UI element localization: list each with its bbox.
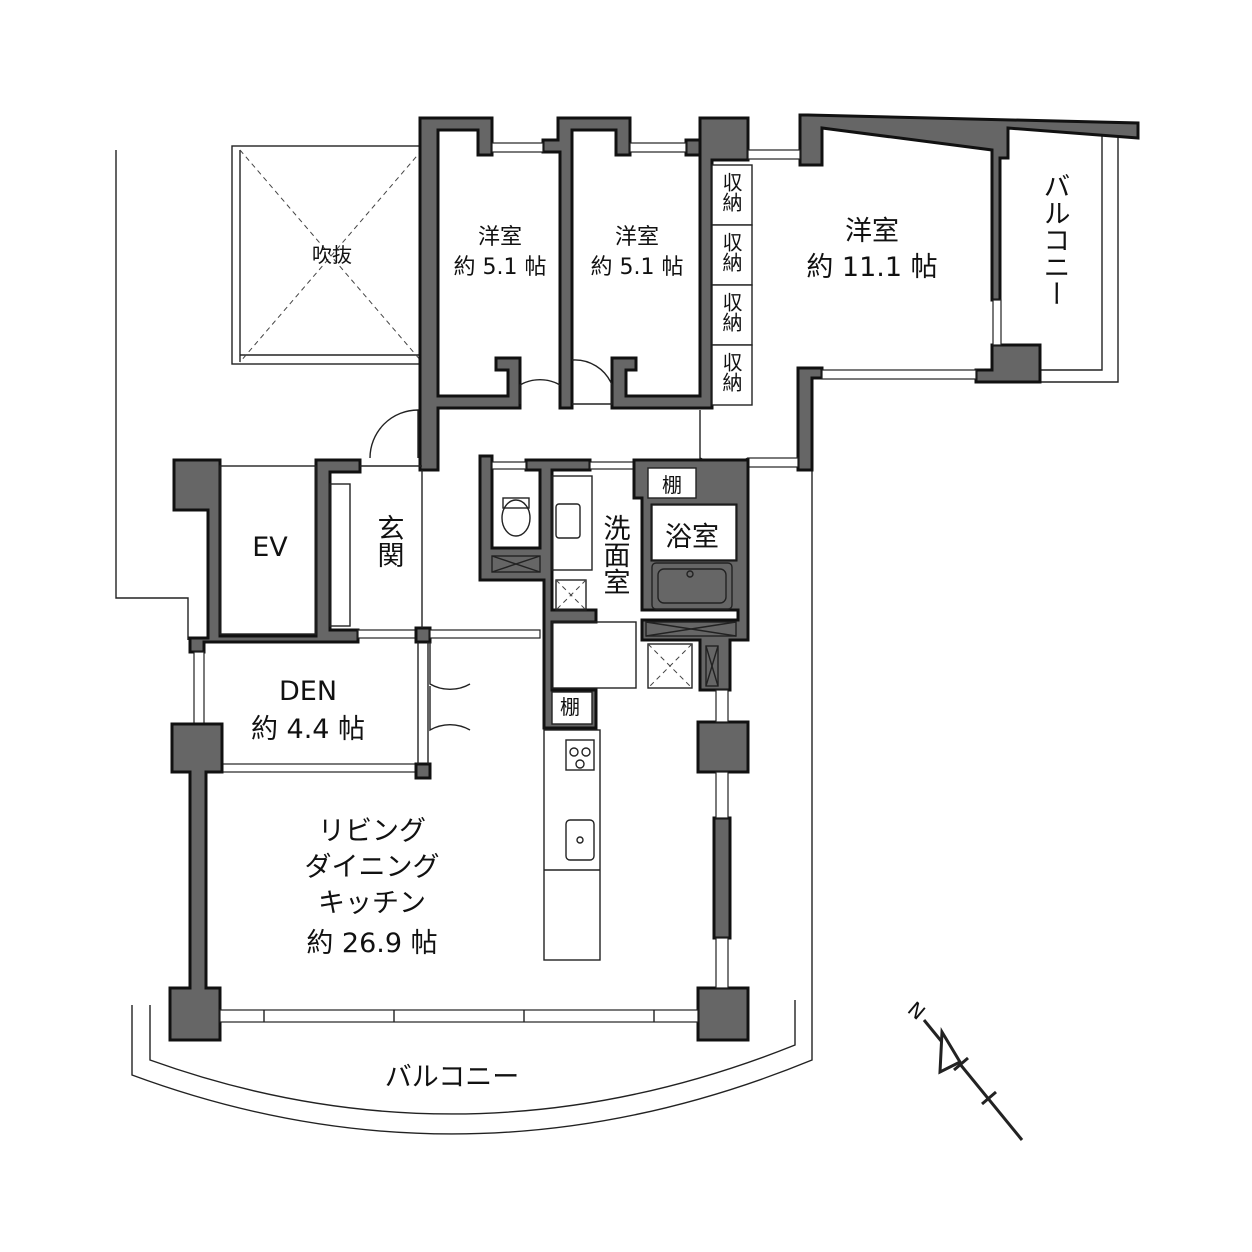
shelf-label-2: 棚 [560,695,580,719]
bedroom-c-name: 洋室 [845,216,899,247]
den-size: 約 4.4 帖 [251,714,365,745]
storage-label-4: 収納 [719,352,743,392]
bedroom-a-name: 洋室 [478,225,522,250]
ldk-walls [168,689,750,1042]
void-label: 吹抜 [312,243,352,267]
bedroom-walls [418,113,1140,472]
ev-label: EV [252,532,288,563]
shelf-label-1: 棚 [662,473,682,497]
kitchen-counter [543,729,601,961]
balcony-south-label: バルコニー [385,1062,519,1093]
bathroom-label: 浴室 [665,522,719,553]
wet-area-walls [478,454,750,730]
den-name: DEN [279,676,337,707]
ldk-line-1: リビング [318,816,426,847]
ldk-size: 約 26.9 帖 [306,928,437,959]
windows-top [491,142,1002,468]
bedroom-a-size: 約 5.1 帖 [454,255,547,280]
balcony-east-label: バルコニー [1039,172,1070,307]
storage-label-3: 収納 [719,292,743,332]
room-labels: 吹抜 洋室 約 5.1 帖 洋室 約 5.1 帖 洋室 約 11.1 帖 収納 … [251,172,1070,1093]
storage-closets [711,164,753,406]
ldk-line-2: ダイニング [305,852,440,883]
bedroom-b-name: 洋室 [615,225,659,250]
entrance-walls [172,458,541,654]
entrance-label: 玄関 [373,514,404,568]
north-arrow [922,1019,1024,1141]
bedroom-c-size: 約 11.1 帖 [806,252,937,283]
ldk-line-3: キッチン [318,888,426,919]
washroom-label: 洗面室 [599,514,630,595]
bedroom-b-size: 約 5.1 帖 [591,255,684,280]
storage-label-1: 収納 [719,172,743,212]
den-walls [193,642,471,780]
storage-label-2: 収納 [719,232,743,272]
